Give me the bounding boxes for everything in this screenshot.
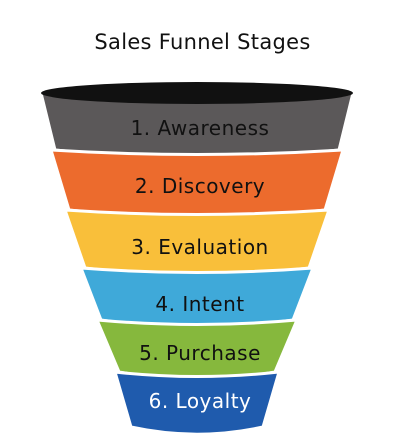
funnel-labels: 1. Awareness 2. Discovery 3. Evaluation 4. …: [131, 116, 270, 413]
funnel-band-6: [113, 370, 281, 436]
funnel-rim: [41, 82, 353, 104]
stage-label-3: 3. Evaluation: [131, 235, 268, 259]
stage-label-4: 4. Intent: [155, 292, 244, 316]
stage-label-2: 2. Discovery: [135, 174, 265, 198]
stage-label-1: 1. Awareness: [131, 116, 270, 140]
stage-label-5: 5. Purchase: [139, 341, 261, 365]
diagram-title: Sales Funnel Stages: [94, 30, 311, 54]
stage-label-6: 6. Loyalty: [149, 389, 252, 413]
funnel-bands: [39, 91, 355, 436]
